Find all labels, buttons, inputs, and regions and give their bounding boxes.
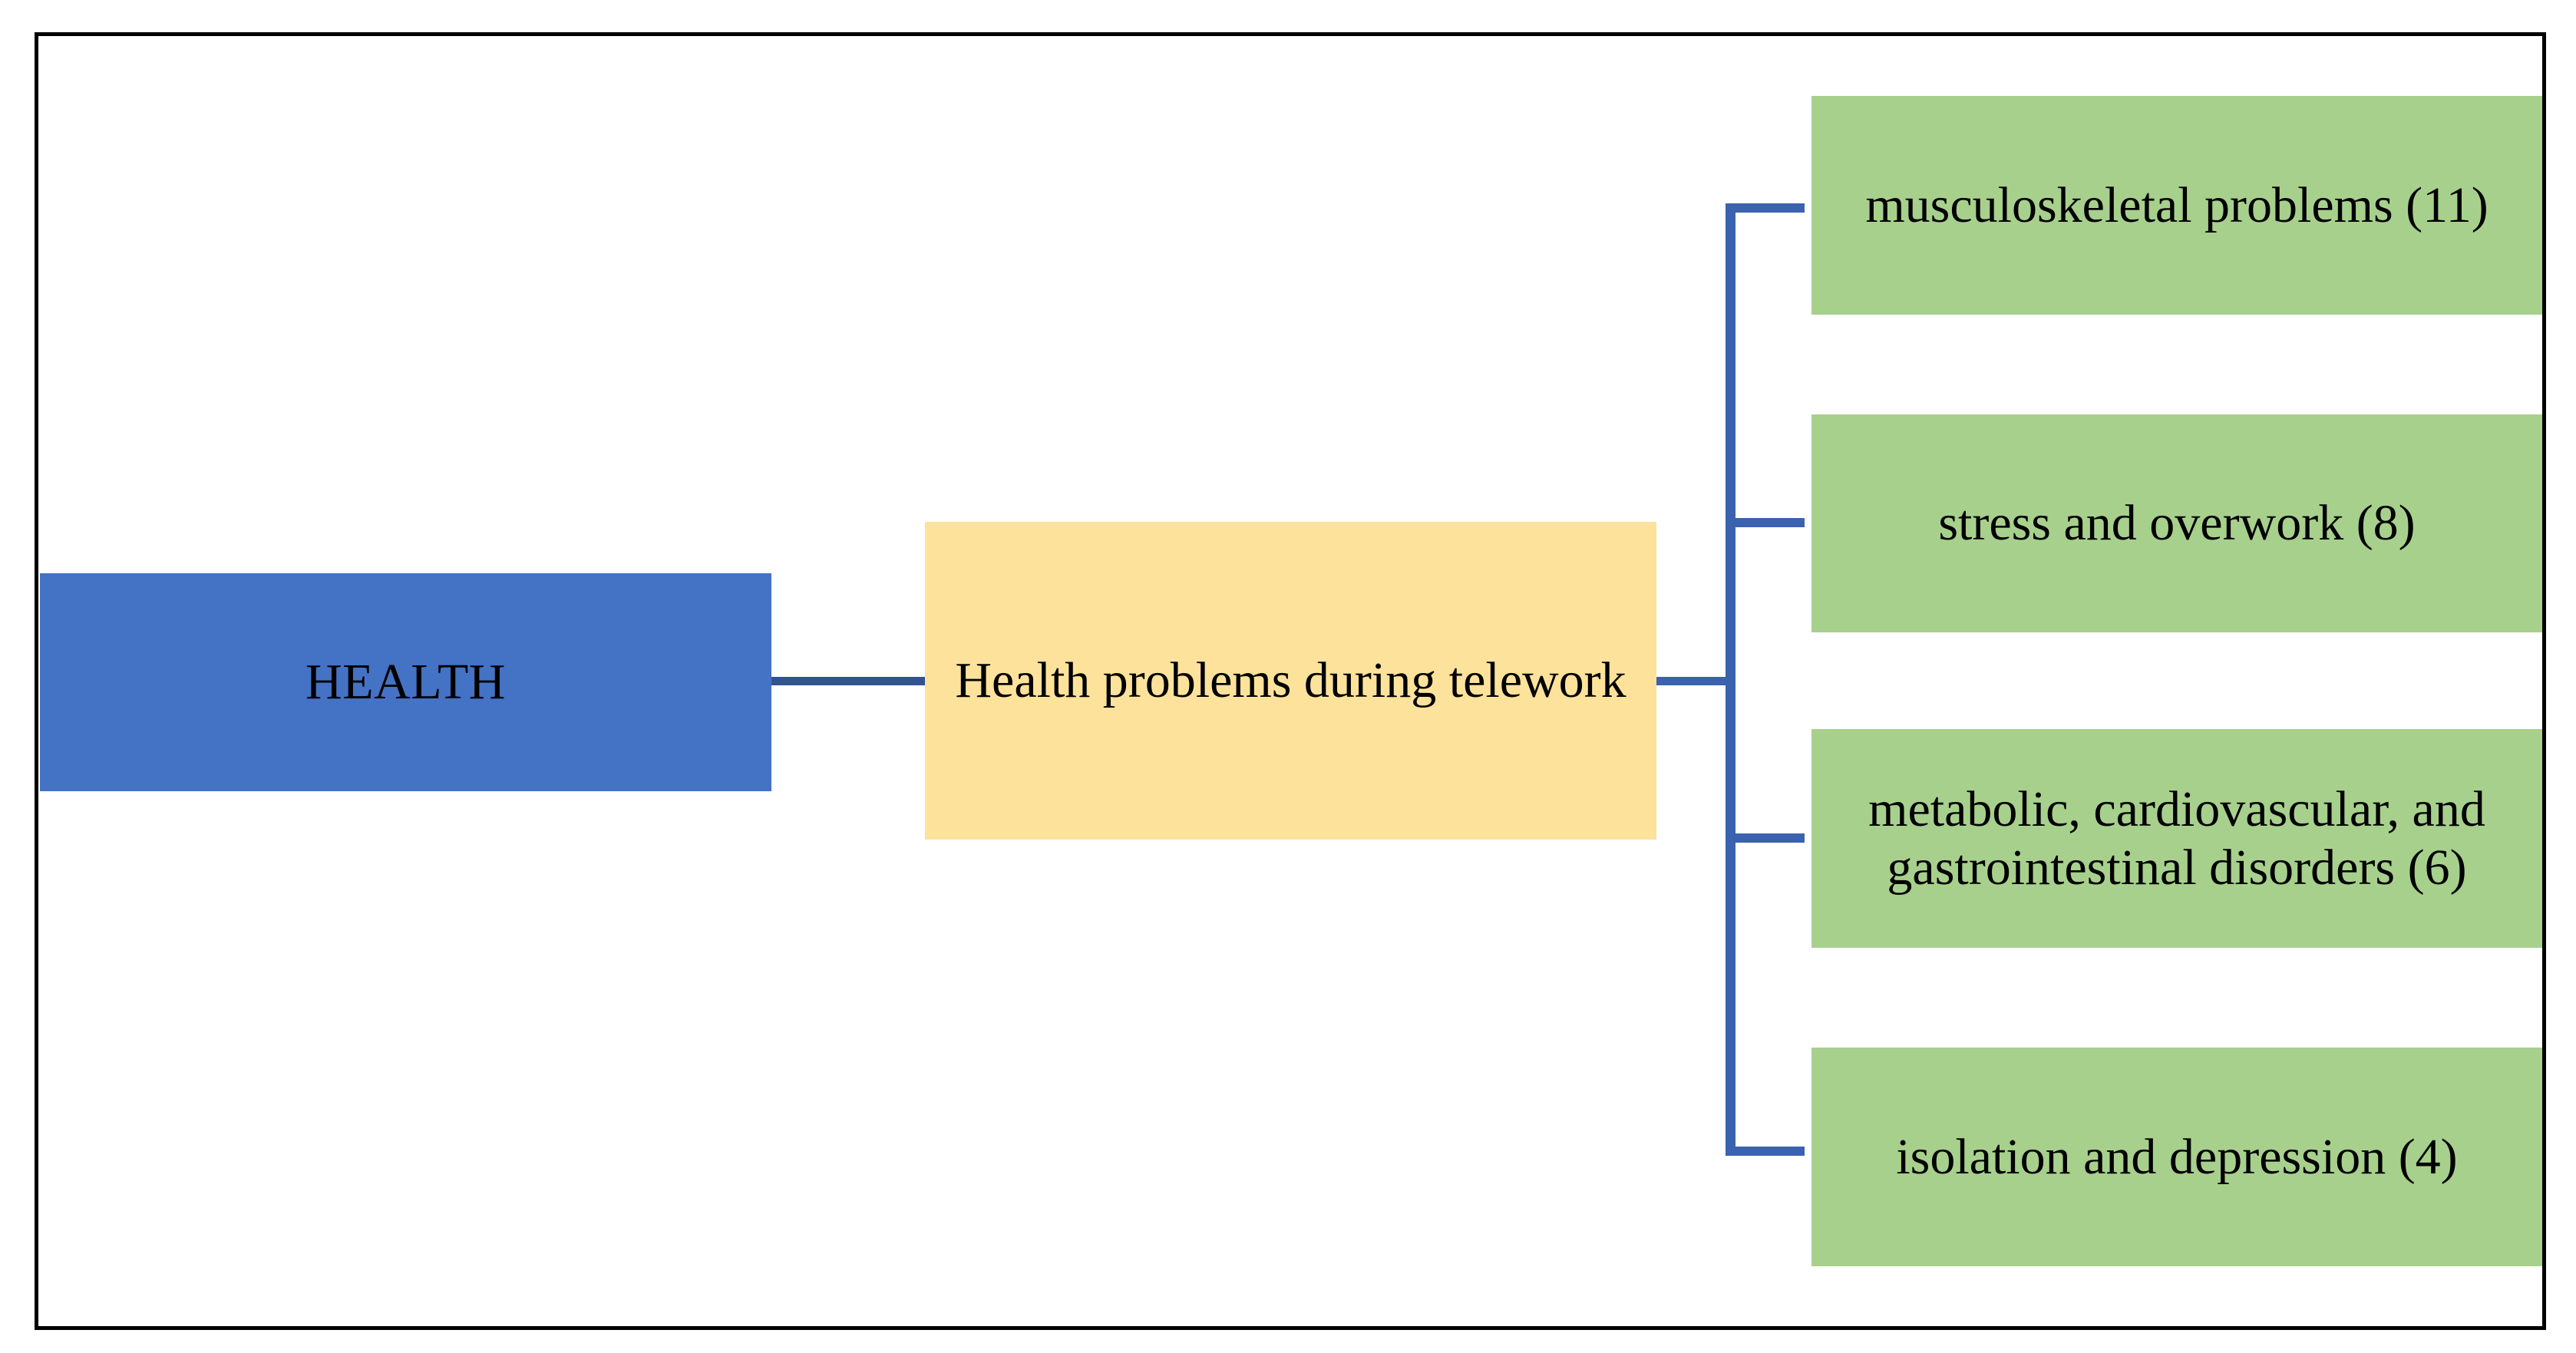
connector-stub-leaf-3 bbox=[1726, 833, 1805, 843]
connector-branch-to-trunk bbox=[1656, 677, 1735, 685]
connector-stub-leaf-2 bbox=[1726, 518, 1805, 527]
connector-vertical-trunk bbox=[1726, 203, 1735, 1156]
node-leaf-label: isolation and depression (4) bbox=[1896, 1128, 2458, 1185]
connector-stub-leaf-4 bbox=[1726, 1147, 1805, 1156]
node-branch-health-problems[interactable]: Health problems during telework bbox=[925, 522, 1656, 840]
node-leaf-label: musculoskeletal problems (11) bbox=[1865, 177, 2488, 233]
connector-root-to-branch bbox=[771, 677, 925, 685]
node-leaf-musculoskeletal-problems[interactable]: musculoskeletal problems (11) bbox=[1811, 96, 2542, 315]
node-leaf-metabolic-cardiovascular-gastrointestinal[interactable]: metabolic, cardiovascular, and gastroint… bbox=[1811, 729, 2542, 948]
diagram-frame-border bbox=[35, 32, 2546, 1330]
node-root-health[interactable]: HEALTH bbox=[40, 573, 771, 791]
node-leaf-stress-and-overwork[interactable]: stress and overwork (8) bbox=[1811, 414, 2542, 632]
node-leaf-isolation-and-depression[interactable]: isolation and depression (4) bbox=[1811, 1048, 2542, 1266]
node-branch-label: Health problems during telework bbox=[955, 652, 1627, 709]
node-root-label: HEALTH bbox=[305, 654, 506, 711]
node-leaf-label: metabolic, cardiovascular, and gastroint… bbox=[1868, 781, 2485, 896]
connector-stub-leaf-1 bbox=[1726, 203, 1805, 213]
node-leaf-label: stress and overwork (8) bbox=[1938, 495, 2416, 552]
